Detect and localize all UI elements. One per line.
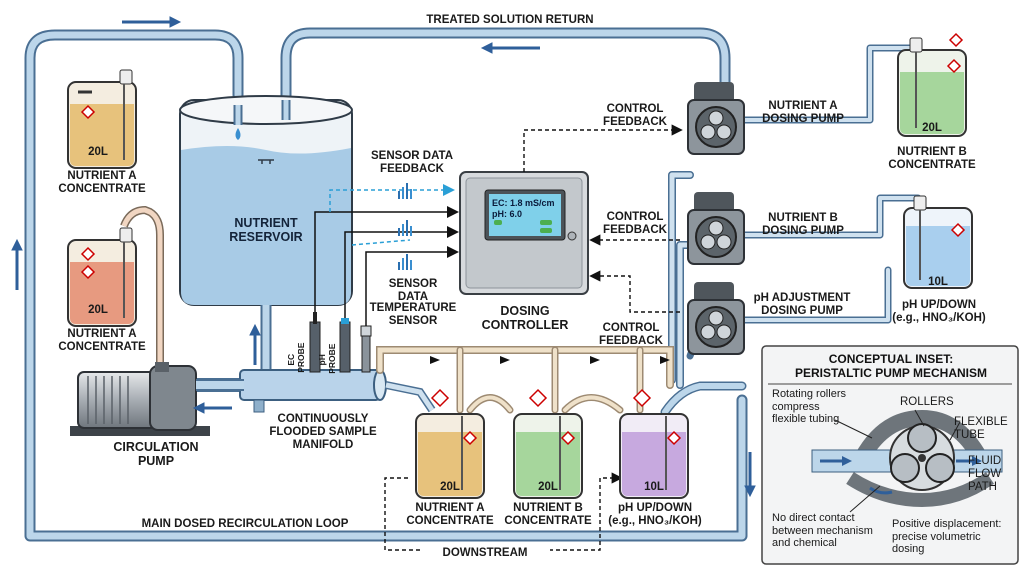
ph-adjustment-dosing-pump <box>687 282 745 355</box>
sensor-data-label: SENSOR DATA <box>388 278 438 304</box>
main-recirculation-loop <box>24 29 748 542</box>
hazard-icons-bottom <box>430 32 964 408</box>
control-feedback-label-3: CONTROL FEEDBACK <box>599 322 663 348</box>
treated-return-title: TREATED SOLUTION RETURN <box>426 14 594 26</box>
container-bottom-b-label: NUTRIENT B CONCENTRATE <box>504 502 592 528</box>
downstream-label: DOWNSTREAM <box>420 547 550 561</box>
temperature-probe <box>360 325 372 373</box>
main-loop-title: MAIN DOSED RECIRCULATION LOOP <box>141 518 349 530</box>
container-right-top-label: NUTRIENT B CONCENTRATE <box>888 146 976 172</box>
container-bottom-a-volume: 20L <box>440 481 460 493</box>
inset-flow-label: FLUID FLOW PATH <box>968 455 1002 494</box>
nutrient-b-dosing-pump <box>687 192 745 265</box>
inset-displacement-note: Positive displacement: precise volumetri… <box>892 518 1002 556</box>
circulation-pump <box>70 362 244 436</box>
dosing-controller <box>459 171 589 295</box>
sensor-signal-lines <box>314 184 459 326</box>
container-bottom-ph-volume: 10L <box>644 481 664 493</box>
inset-no-contact-note: No direct contact between mechanism and … <box>772 512 873 550</box>
inset-rollers-label: ROLLERS <box>900 396 954 408</box>
container-right-mid <box>903 195 973 289</box>
sensor-feedback-label: SENSOR DATA FEEDBACK <box>371 150 453 176</box>
sensor-bar-icons <box>398 183 412 270</box>
nutrient-b-pump-label: NUTRIENT B DOSING PUMP <box>762 212 844 238</box>
container-bottom-a <box>415 413 485 499</box>
ec-probe <box>309 312 321 373</box>
control-feedback-label-1: CONTROL FEEDBACK <box>603 103 667 129</box>
inset-rollers-note: Rotating rollers compress flexible tubin… <box>772 388 846 426</box>
circulation-pump-label: CIRCULATION PUMP <box>113 440 199 469</box>
nutrient-reservoir <box>179 95 353 380</box>
ph-probe <box>339 318 351 373</box>
container-right-mid-label: pH UP/DOWN (e.g., HNO₃/KOH) <box>892 299 986 325</box>
controller-screen-ec: EC: 1.8 mS/cm <box>492 198 555 208</box>
container-right-top-volume: 20L <box>922 122 942 134</box>
container-bottom-ph <box>619 413 689 499</box>
container-bottom-b-volume: 20L <box>538 481 558 493</box>
controller-label: DOSING CONTROLLER <box>481 304 569 333</box>
nutrient-a-pump-label: NUTRIENT A DOSING PUMP <box>762 100 844 126</box>
peristaltic-inset <box>761 345 1019 565</box>
suction-pipe <box>120 205 164 370</box>
distribution-lines <box>376 346 747 417</box>
container-left-top-label: NUTRIENT A CONCENTRATE <box>58 170 146 196</box>
controller-screen-ph: pH: 6.0 <box>492 209 523 219</box>
container-right-top <box>897 37 967 137</box>
container-left-top <box>67 69 137 169</box>
inset-tube-label: FLEXIBLE TUBE <box>954 416 1008 442</box>
inset-title: CONCEPTUAL INSET: PERISTALTIC PUMP MECHA… <box>794 352 987 381</box>
reservoir-label: NUTRIENT RESERVOIR <box>229 216 303 245</box>
temperature-sensor-label: TEMPERATURE SENSOR <box>369 302 457 328</box>
container-right-mid-volume: 10L <box>928 276 948 288</box>
container-bottom-a-label: NUTRIENT A CONCENTRATE <box>406 502 494 528</box>
container-left-top-volume: 20L <box>88 146 108 158</box>
treated-return-pipe <box>280 27 731 104</box>
ph-pump-label: pH ADJUSTMENT DOSING PUMP <box>753 292 851 318</box>
container-left-mid-label: NUTRIENT A CONCENTRATE <box>58 328 146 354</box>
control-feedback-label-2: CONTROL FEEDBACK <box>603 211 667 237</box>
flow-arrows-distribution <box>430 356 670 364</box>
container-left-mid-volume: 20L <box>88 304 108 316</box>
control-feedback-lines <box>384 124 683 551</box>
container-bottom-ph-label: pH UP/DOWN (e.g., HNO₃/KOH) <box>608 502 702 528</box>
ph-probe-label: pH PROBE <box>317 343 337 374</box>
nutrient-a-dosing-pump <box>687 82 745 155</box>
manifold-label: CONTINUOUSLY FLOODED SAMPLE MANIFOLD <box>269 413 377 452</box>
container-bottom-b <box>513 413 583 499</box>
ec-probe-label: EC PROBE <box>286 342 306 373</box>
flow-arrows <box>11 16 756 498</box>
container-left-mid <box>67 227 137 327</box>
